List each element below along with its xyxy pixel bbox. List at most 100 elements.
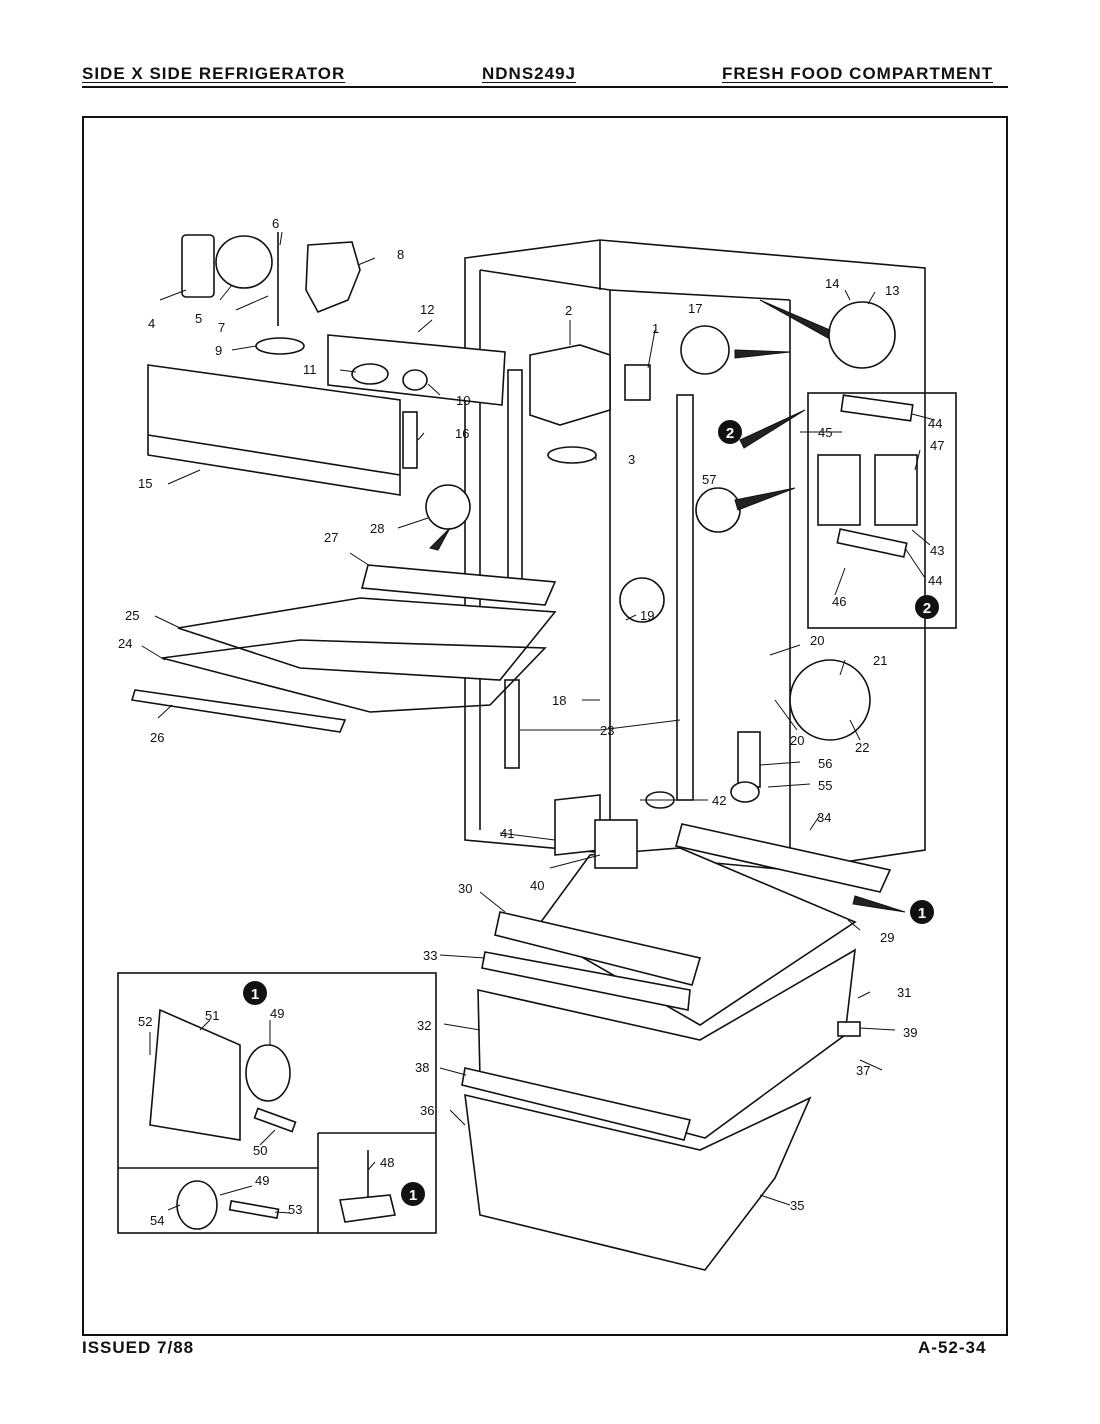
callout-7: 7 (218, 320, 225, 335)
roller-inset (117, 972, 437, 1234)
part-44-bottom (836, 528, 908, 558)
callout-17: 17 (688, 301, 702, 316)
callout-57: 57 (702, 472, 716, 487)
part-8 (305, 241, 361, 314)
callout-23: 23 (600, 723, 614, 738)
callout-25: 25 (125, 608, 139, 623)
part-39 (837, 1021, 861, 1037)
callout-44b: 44 (928, 573, 942, 588)
part-40 (594, 819, 638, 869)
shelf-assembly (130, 484, 557, 733)
callout-34: 34 (817, 810, 831, 825)
callout-33: 33 (423, 948, 437, 963)
callout-12: 12 (420, 302, 434, 317)
callout-3: 3 (628, 452, 635, 467)
reference-badges: 2 2 1 1 1 (243, 420, 939, 1206)
part-11 (351, 363, 389, 385)
lower-brackets (554, 731, 761, 869)
detail-21-22 (789, 659, 871, 741)
callout-16: 16 (455, 426, 469, 441)
part-18-lower (504, 679, 520, 769)
callout-40: 40 (530, 878, 544, 893)
part-55 (730, 781, 760, 803)
section-title: FRESH FOOD COMPARTMENT (722, 64, 994, 83)
callout-20b: 20 (790, 733, 804, 748)
badge-2-box (915, 595, 939, 619)
diagram-frame (82, 116, 1008, 1336)
callout-29: 29 (880, 930, 894, 945)
callout-31: 31 (897, 985, 911, 1000)
part-53 (228, 1199, 280, 1220)
part-28 (425, 484, 471, 530)
detail-13-14 (828, 301, 896, 369)
callout-11: 11 (303, 362, 317, 377)
part-41 (554, 794, 601, 856)
part-35-36 (464, 1093, 812, 1271)
callout-27: 27 (324, 530, 338, 545)
part-34 (675, 823, 892, 893)
part-33 (481, 951, 691, 1011)
header-rule (82, 86, 1008, 88)
callout-10: 10 (456, 393, 470, 408)
callout-20a: 20 (810, 633, 824, 648)
badge-1-leveler (401, 1182, 425, 1206)
callout-38: 38 (415, 1060, 429, 1075)
badge-1-inset-label: 1 (251, 986, 259, 1003)
callout-21: 21 (873, 653, 887, 668)
callout-41: 41 (500, 826, 514, 841)
detail-17 (680, 325, 730, 375)
callout-26: 26 (150, 730, 164, 745)
callout-42: 42 (712, 793, 726, 808)
part-30 (494, 911, 702, 986)
badge-1-inset (243, 981, 267, 1005)
callout-22: 22 (855, 740, 869, 755)
callout-43: 43 (930, 543, 944, 558)
callout-44a: 44 (928, 416, 942, 431)
shelf-ladders (504, 369, 694, 801)
part-24 (161, 639, 547, 713)
badge-2-upper-label: 2 (726, 425, 734, 442)
part-29 (533, 847, 857, 1026)
part-50 (253, 1107, 297, 1133)
callout-36: 36 (420, 1103, 434, 1118)
callout-1: 1 (652, 321, 659, 336)
part-3 (547, 446, 597, 464)
callout-24: 24 (118, 636, 132, 651)
callout-15: 15 (138, 476, 152, 491)
part-9 (255, 337, 305, 355)
callout-47: 47 (930, 438, 944, 453)
diagram-title: SIDE X SIDE REFRIGERATOR (82, 64, 346, 83)
detail-box-2 (807, 392, 957, 629)
part-26 (130, 689, 347, 733)
callout-18: 18 (552, 693, 566, 708)
callout-39: 39 (903, 1025, 917, 1040)
leader-lines (141, 231, 936, 1214)
callout-19: 19 (640, 608, 654, 623)
part-38 (461, 1067, 692, 1141)
part-43-right (874, 454, 918, 526)
detail-19 (619, 577, 665, 623)
detail-57 (695, 487, 741, 533)
callout-55: 55 (818, 778, 832, 793)
callout-48: 48 (380, 1155, 394, 1170)
part-49-b (176, 1180, 218, 1230)
callout-53: 53 (288, 1202, 302, 1217)
callout-52: 52 (138, 1014, 152, 1029)
callout-37: 37 (856, 1063, 870, 1078)
part-10 (402, 369, 428, 391)
part-4 (181, 234, 215, 298)
callout-2: 2 (565, 303, 572, 318)
callout-49b: 49 (255, 1173, 269, 1188)
badge-1-leveler-label: 1 (409, 1187, 417, 1204)
part-16 (402, 411, 418, 469)
badge-1-crisper-label: 1 (918, 905, 926, 922)
callout-9: 9 (215, 343, 222, 358)
part-48 (339, 1194, 396, 1223)
callout-14: 14 (825, 276, 839, 291)
callout-56: 56 (818, 756, 832, 771)
part-15 (147, 364, 401, 496)
callout-51: 51 (205, 1008, 219, 1023)
callout-6: 6 (272, 216, 279, 231)
callout-8: 8 (397, 247, 404, 262)
